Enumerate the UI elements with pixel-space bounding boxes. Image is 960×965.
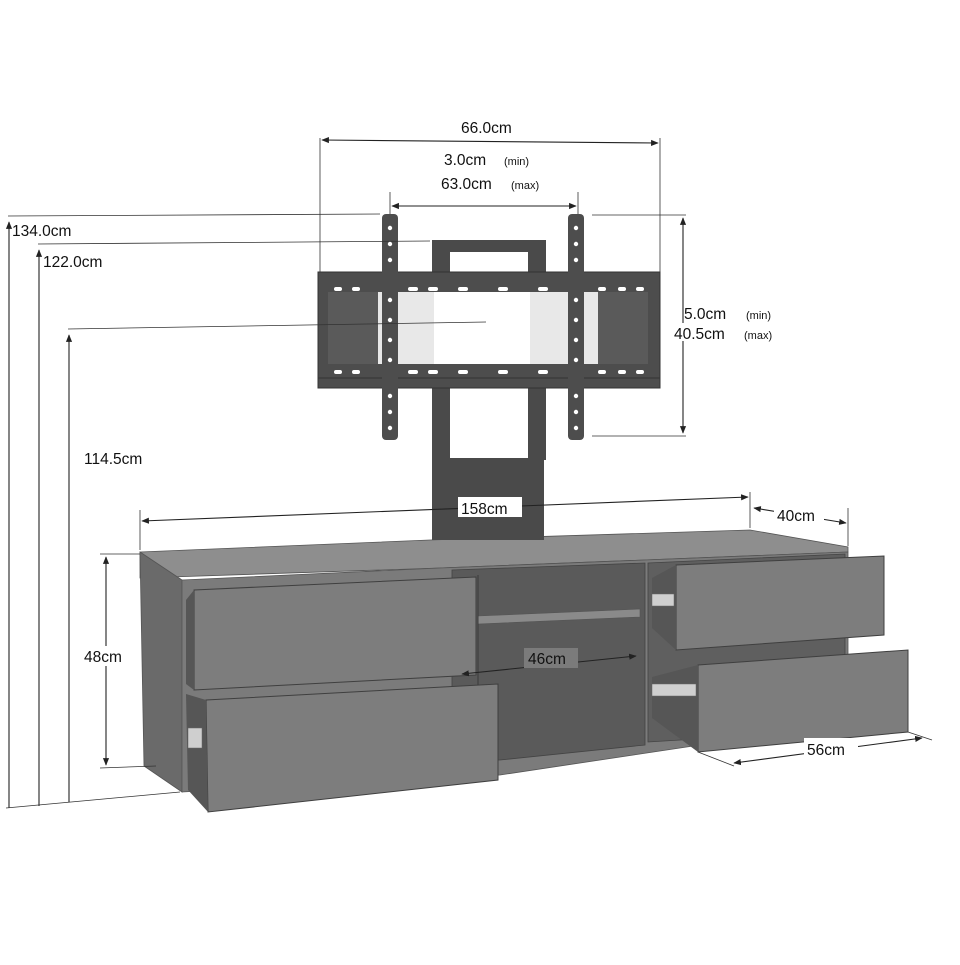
tv-cabinet <box>139 529 909 813</box>
unit-depth-label: 40cm <box>777 508 815 525</box>
height-mid-label: 122.0cm <box>43 254 102 271</box>
shelf-width-label: 46cm <box>528 651 566 668</box>
bracket-height-min-note: (min) <box>746 310 771 322</box>
left-upper-drawer <box>193 576 477 691</box>
unit-width-label: 158cm <box>461 501 508 518</box>
dimension-lines <box>5 136 933 809</box>
cabinet-left-end <box>139 551 183 793</box>
height-max-label: 134.0cm <box>12 223 71 240</box>
dimension-labels: 66.0cm 3.0cm (min) 63.0cm (max) 134.0cm … <box>12 116 858 759</box>
arm-spacing-min-label: 3.0cm <box>444 152 486 169</box>
bracket-left-arm <box>382 214 398 440</box>
arm-spacing-min-note: (min) <box>504 156 529 168</box>
unit-height-label: 48cm <box>84 649 122 666</box>
bracket-height-min-label: 5.0cm <box>684 306 726 323</box>
height-low-label: 114.5cm <box>84 451 142 468</box>
arm-spacing-max-label: 63.0cm <box>441 176 492 193</box>
bracket-height-max-label: 40.5cm <box>674 326 725 343</box>
arm-spacing-max-note: (max) <box>511 180 539 192</box>
bracket-width-label: 66.0cm <box>461 120 512 137</box>
drawer-width-label: 56cm <box>807 742 845 759</box>
left-lower-drawer <box>205 683 499 813</box>
right-upper-drawer <box>675 555 885 651</box>
vesa-bracket <box>317 214 661 440</box>
right-lower-drawer <box>697 649 909 753</box>
bracket-right-arm <box>568 214 584 440</box>
bracket-height-max-note: (max) <box>744 330 772 342</box>
